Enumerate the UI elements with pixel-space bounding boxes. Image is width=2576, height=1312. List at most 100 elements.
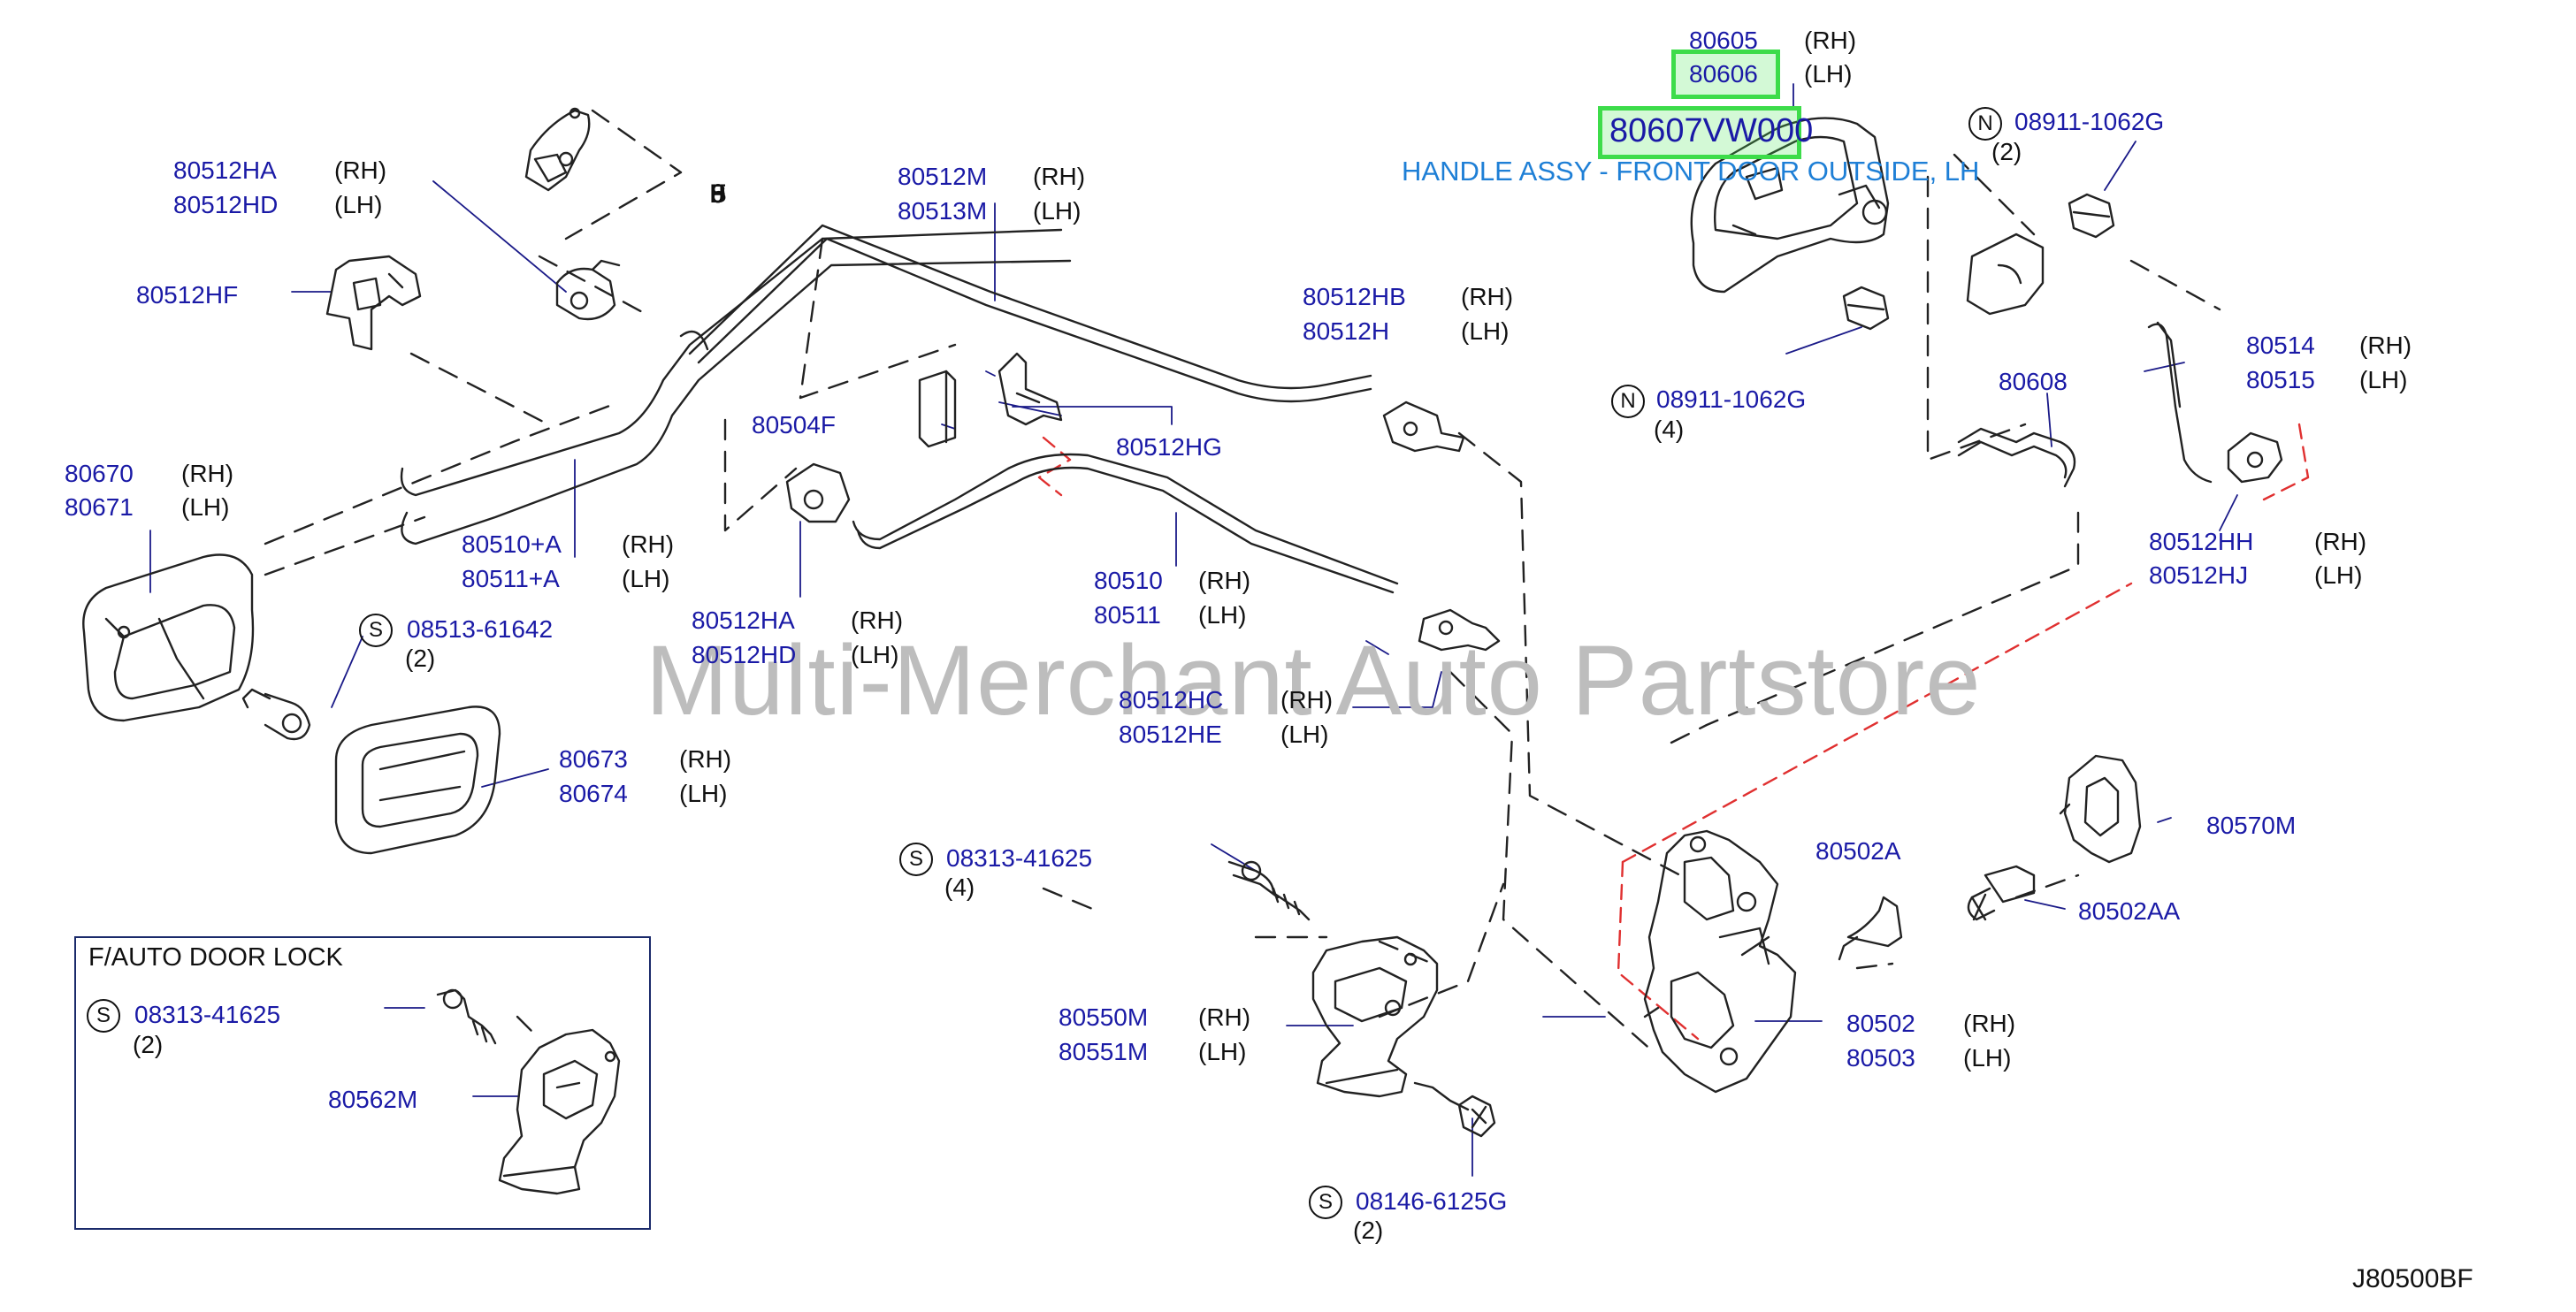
side-label: (LH) [181,493,230,521]
vertical-char: F [709,179,727,209]
part-number-label[interactable]: 80512HC [1119,686,1224,713]
part-number-label[interactable]: 80512HA [692,606,795,634]
quantity-label: (4) [944,873,975,901]
pin-80502a [1838,896,1903,961]
part-number-label[interactable]: 80511+A [462,565,560,592]
side-label: (LH) [1198,601,1247,629]
quantity-label: (2) [133,1031,164,1058]
part-number-label[interactable]: 80605 [1689,27,1758,54]
side-label: (RH) [1461,283,1514,310]
s-prefix-icon: S [899,843,933,876]
vertical-char: B [708,179,727,209]
side-label: (LH) [1033,197,1082,225]
part-number-label[interactable]: 80510 [1094,567,1163,594]
part-number-label[interactable]: 80512HB [1303,283,1406,310]
actuator-80550m [1311,935,1439,1098]
leader-lines [149,83,2238,1177]
part-number-label[interactable]: 80502A [1815,837,1901,865]
part-number-label[interactable]: 80512HG [1116,433,1222,461]
part-number-label[interactable]: 80503 [1846,1044,1915,1072]
side-label: (LH) [2359,366,2408,393]
inside-handle-80670 [82,553,255,722]
part-number-label[interactable]: 80670 [65,460,134,487]
vertical-char: 5 [710,179,726,209]
part-number-label[interactable]: 80512HE [1119,721,1222,748]
dashed-assembly-lines [264,109,2221,1054]
side-label: (RH) [2359,332,2412,359]
escutcheon-80673 [334,706,501,855]
part-number-label[interactable]: 80515 [2246,366,2315,393]
part-number-label[interactable]: 80510+A [462,530,562,558]
screw-08513 [241,688,311,741]
part-number-label[interactable]: 80512HF [136,281,239,309]
part-number-label[interactable]: 80606 [1689,60,1758,88]
inset-box [74,936,651,1230]
part-number-label[interactable]: 80562M [328,1086,418,1113]
part-number-label[interactable]: 80551M [1059,1038,1149,1065]
part-number-label[interactable]: 80512HD [173,191,279,218]
part-number-label[interactable]: 80550M [1059,1003,1149,1031]
part-number-label[interactable]: 80570M [2206,812,2297,839]
side-label: (RH) [2314,528,2367,555]
side-label: (RH) [1804,27,1857,54]
part-number-label[interactable]: 80502AA [2078,897,2181,925]
clip-80512hb [1382,400,1465,453]
part-number-label[interactable]: 08911-1062G [2014,108,2165,135]
vertical-char: 0 [710,179,726,209]
part-number-label[interactable]: 80512HH [2149,528,2254,555]
part-number-label[interactable]: 80504F [752,411,836,439]
part-number-label[interactable]: 80512M [898,163,988,190]
part-number-label[interactable]: 08911-1062G [1656,385,1807,413]
vertical-char: 0 [710,179,726,209]
door-lock-80502 [1643,829,1797,1094]
part-number-label[interactable]: 80512H [1303,317,1390,345]
outside-handle-80605 [1690,117,1890,294]
bracket-handle [1966,233,2045,316]
part-number-label[interactable]: 08313-41625 [946,844,1093,872]
part-number-label[interactable]: 80608 [1999,368,2068,395]
side-label: (LH) [679,780,728,807]
part-number-label[interactable]: 08513-61642 [407,615,554,643]
part-number-label[interactable]: 80511 [1094,601,1161,629]
side-label: (LH) [1280,721,1329,748]
vertical-char: J [711,179,725,209]
s-prefix-icon: S [1309,1186,1342,1219]
side-label: (RH) [1963,1010,2016,1037]
part-number-label[interactable]: 08313-41625 [134,1001,281,1028]
nut-upper [2068,193,2115,239]
highlighted-part-number[interactable]: 80607VW000 [1609,112,1814,149]
side-label: (RH) [679,745,732,773]
part-number-label[interactable]: 80671 [65,493,134,521]
highlight-80607vw000[interactable] [1598,106,1801,159]
part-number-label[interactable]: 80512HD [692,641,797,668]
part-number-label[interactable]: 80512HJ [2149,561,2249,589]
part-number-label[interactable]: 80673 [559,745,628,773]
s-prefix-icon: S [87,999,120,1033]
part-number-label[interactable]: 80514 [2246,332,2315,359]
side-label: (LH) [851,641,899,668]
clip-80512ha-mid [785,462,851,523]
rod-80510a [400,228,1072,545]
side-label: (RH) [1198,1003,1251,1031]
inset-title: F/AUTO DOOR LOCK [88,943,343,972]
part-number-label[interactable]: 80512HA [173,156,277,184]
side-label: (LH) [2314,561,2363,589]
block-80504f [918,370,957,448]
side-label: (LH) [1461,317,1510,345]
clip-80512hh [2227,431,2283,484]
part-number-label[interactable]: 80674 [559,780,628,807]
part-number-label[interactable]: 80502 [1846,1010,1915,1037]
part-number-label[interactable]: 80513M [898,197,988,225]
side-label: (LH) [622,565,670,592]
s-prefix-icon: S [359,614,393,647]
quantity-label: (2) [1353,1217,1384,1244]
rod-80512m [688,224,1372,403]
clip-80512hf [325,255,422,351]
rod-80514 [2147,321,2213,484]
part-number-label[interactable]: 08146-6125G [1356,1187,1508,1215]
quantity-label: (2) [1991,138,2022,165]
clip-80512hc [1418,608,1501,652]
side-label: (RH) [1280,686,1334,713]
clip-80512hg [998,352,1063,426]
rod-80510 [852,453,1399,594]
